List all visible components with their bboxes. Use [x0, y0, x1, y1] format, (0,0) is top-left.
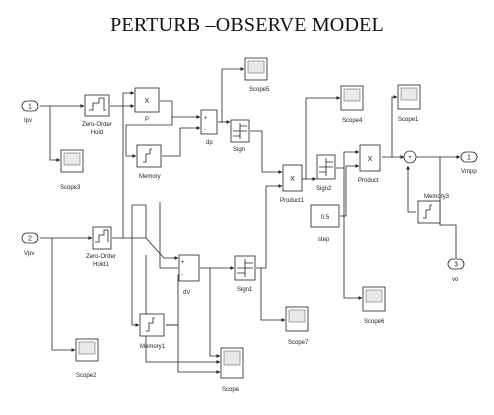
svg-text:dV: dV	[183, 290, 190, 296]
svg-text:Sign: Sign	[233, 147, 245, 153]
product-p-block[interactable]: X P	[134, 87, 160, 123]
svg-text:Vpv: Vpv	[24, 251, 34, 257]
zero-order-hold1-block[interactable]: Zero-Order Hold1	[86, 226, 116, 268]
svg-text:vo: vo	[452, 277, 459, 283]
dv-sum-block[interactable]: + - dV	[178, 254, 200, 296]
scope4-block[interactable]: Scope4	[340, 85, 364, 124]
svg-text:Product1: Product1	[280, 198, 305, 204]
svg-text:Scope5: Scope5	[249, 87, 270, 93]
svg-text:Scope3: Scope3	[60, 185, 81, 191]
scope1-block[interactable]: Scope1	[397, 84, 421, 123]
product1-block[interactable]: X Product1	[280, 164, 305, 204]
dp-sum-block[interactable]: + - dp	[200, 109, 218, 146]
scope7-block[interactable]: Scope7	[285, 306, 309, 346]
memory1-block[interactable]: Memory1	[139, 313, 166, 350]
svg-text:Sign2: Sign2	[316, 186, 332, 192]
svg-text:2: 2	[28, 236, 32, 243]
outport-vmpp[interactable]: 1 Vmpp	[460, 151, 478, 175]
diagram-title: PERTURB –OBSERVE MODEL	[110, 14, 384, 36]
scope3-block[interactable]: Scope3	[60, 149, 84, 191]
svg-text:+: +	[204, 116, 208, 122]
svg-text:P: P	[145, 117, 149, 123]
zero-order-hold-block[interactable]: Zero-Order Hold	[82, 94, 112, 136]
svg-text:Product: Product	[358, 178, 379, 184]
svg-text:Memory3: Memory3	[424, 194, 450, 200]
svg-text:+: +	[181, 260, 185, 266]
signal-lines	[40, 67, 461, 374]
scope-block[interactable]: Scope	[220, 347, 244, 393]
scope6-block[interactable]: Scope6	[362, 286, 386, 325]
svg-text:Zero-Order: Zero-Order	[86, 254, 116, 260]
svg-text:Hold1: Hold1	[93, 262, 109, 268]
svg-text:Scope4: Scope4	[342, 118, 363, 124]
scope2-block[interactable]: Scope2	[75, 338, 99, 379]
inport-ipv[interactable]: 1 Ipv	[21, 100, 39, 124]
inport-vpv[interactable]: 2 Vpv	[21, 232, 39, 257]
svg-text:Hold: Hold	[91, 130, 103, 136]
svg-text:X: X	[368, 156, 373, 163]
svg-text:Scope2: Scope2	[76, 373, 97, 379]
sum-block[interactable]: +	[403, 150, 417, 164]
svg-text:3: 3	[454, 262, 458, 269]
memory-block[interactable]: Memory	[136, 144, 162, 180]
scope5-block[interactable]: Scope5	[244, 57, 270, 93]
sign-block[interactable]: Sign	[230, 119, 250, 153]
svg-text:-: -	[204, 127, 206, 133]
svg-text:0.5: 0.5	[321, 215, 330, 221]
svg-text:Ipv: Ipv	[24, 118, 32, 124]
svg-text:+: +	[408, 155, 412, 161]
svg-text:X: X	[145, 98, 150, 105]
memory3-block[interactable]: Memory3	[417, 194, 450, 224]
svg-text:1: 1	[28, 104, 32, 111]
svg-text:Scope1: Scope1	[398, 117, 419, 123]
svg-text:Memory: Memory	[139, 174, 161, 180]
sign2-block[interactable]: Sign2	[316, 154, 336, 192]
svg-text:Scope7: Scope7	[288, 340, 309, 346]
sign1-block[interactable]: Sign1	[234, 255, 256, 293]
step-constant-block[interactable]: 0.5 step	[310, 204, 340, 243]
svg-text:X: X	[290, 176, 295, 183]
svg-text:Zero-Order: Zero-Order	[82, 122, 112, 128]
svg-text:Sign1: Sign1	[237, 287, 253, 293]
product-block[interactable]: X Product	[358, 144, 381, 184]
svg-text:-: -	[181, 272, 183, 278]
svg-text:Vmpp: Vmpp	[461, 169, 477, 175]
svg-text:step: step	[318, 237, 330, 243]
svg-text:Scope: Scope	[222, 387, 240, 393]
svg-text:Scope6: Scope6	[364, 319, 385, 325]
svg-text:dp: dp	[206, 140, 213, 146]
inport-vo[interactable]: 3 vo	[447, 258, 465, 283]
svg-text:1: 1	[467, 155, 471, 162]
svg-text:Memory1: Memory1	[140, 344, 166, 350]
